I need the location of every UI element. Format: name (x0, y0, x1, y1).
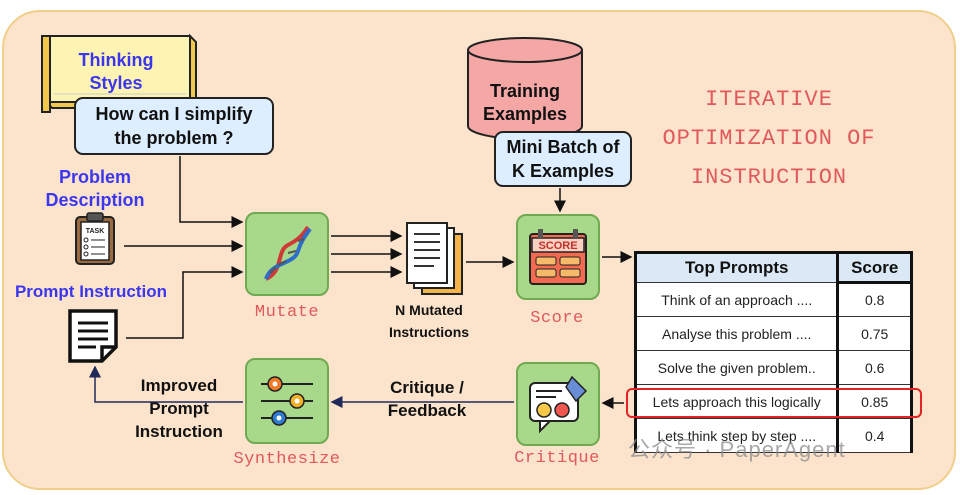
settings-sliders-icon (261, 376, 313, 426)
critique-label: Critique (514, 449, 600, 468)
dna-icon (264, 225, 312, 281)
prompt-document-icon (68, 309, 118, 363)
prompt-cell: Think of an approach .... (633, 282, 839, 317)
diagram-title: ITERATIVE OPTIMIZATION OF INSTRUCTION (640, 80, 898, 197)
simplify-question-callout: How can I simplify the problem ? (74, 97, 274, 155)
title-line-2: OPTIMIZATION OF (662, 126, 876, 151)
prompt-cell: Lets think step by step .... (633, 418, 839, 453)
database-cylinder-icon (467, 37, 583, 140)
top-prompts-table: Top Prompts Score Think of an approach .… (633, 251, 913, 453)
header-score: Score (836, 251, 913, 284)
svg-text:SCORE: SCORE (538, 240, 577, 252)
score-box: SCORE (516, 214, 600, 300)
score-cell: 0.4 (836, 418, 913, 453)
highlight-box (626, 388, 922, 418)
critique-box (516, 362, 600, 446)
scoreboard-icon: SCORE (529, 229, 587, 285)
critique-feedback-label: Critique /Feedback (387, 378, 467, 420)
mutate-box (245, 212, 329, 296)
title-line-3: INSTRUCTION (690, 165, 848, 190)
documents-stack-icon (406, 222, 463, 295)
mutate-label: Mutate (254, 303, 320, 322)
score-cell: 0.8 (836, 282, 913, 317)
table-row: Think of an approach .... 0.8 (633, 282, 913, 317)
score-label: Score (530, 309, 584, 328)
score-cell: 0.6 (836, 350, 913, 385)
prompt-instruction-label: Prompt Instruction (14, 282, 168, 301)
score-cell: 0.75 (836, 316, 913, 351)
title-line-1: ITERATIVE (705, 87, 833, 112)
svg-text:TASK: TASK (86, 228, 105, 235)
synthesize-label: Synthesize (233, 450, 341, 469)
task-clipboard-icon: TASK (75, 212, 115, 265)
table-row: Lets think step by step .... 0.4 (633, 418, 913, 453)
synthesize-box (245, 358, 329, 444)
watermark: 公众号 · PaperAgent (628, 437, 846, 462)
feedback-icon (529, 375, 588, 434)
